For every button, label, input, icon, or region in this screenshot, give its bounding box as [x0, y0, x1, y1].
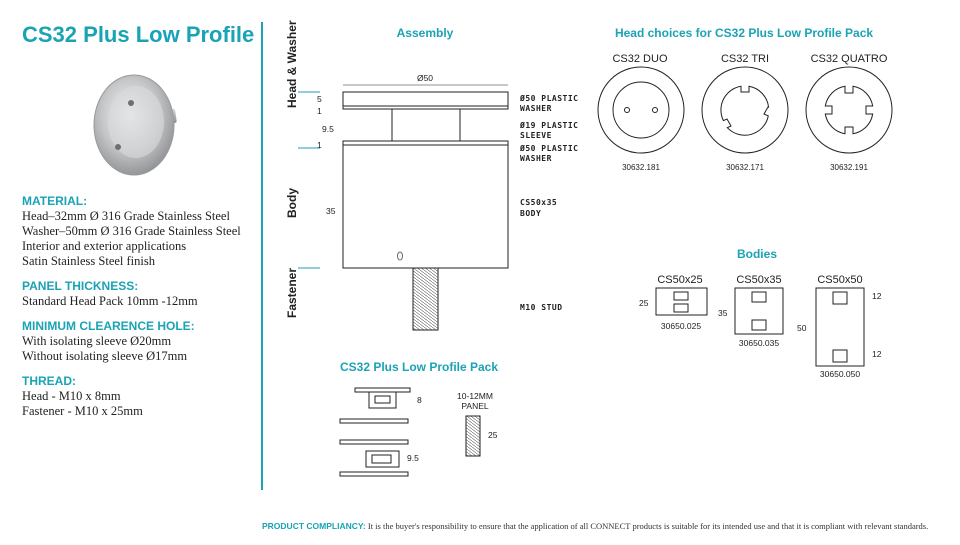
m10-stud [412, 267, 439, 331]
callout-text: SLEEVE [520, 131, 552, 140]
material-line: Head–32mm Ø 316 Grade Stainless Steel [22, 209, 230, 223]
page-title: CS32 Plus Low Profile [22, 22, 255, 47]
dim-label: 1 [317, 140, 322, 150]
body-recess [673, 291, 689, 301]
callout-text: Ø19 PLASTIC [519, 120, 578, 130]
pin-hole-icon [652, 107, 658, 113]
compliance-note: PRODUCT COMPLIANCY: It is the buyer's re… [262, 521, 928, 531]
material-line: Interior and exterior applications [22, 239, 187, 253]
clearance-hole-heading: MINIMUM CLEARENCE HOLE: [22, 319, 195, 333]
body-dim: 12 [872, 349, 882, 359]
body-recess [751, 291, 767, 303]
pack-washer [339, 439, 409, 445]
pin-hole-icon [624, 107, 630, 113]
callout-text: WASHER [520, 154, 552, 163]
body-code: 30650.035 [739, 338, 779, 348]
body-dim: 25 [639, 298, 649, 308]
callout-text: CS50x35 [520, 198, 557, 207]
pack-head-recess [374, 395, 391, 404]
head-name: CS32 DUO [612, 53, 667, 65]
screw-hole-icon [115, 144, 121, 150]
panel-label: 10-12MM [457, 391, 493, 401]
material-line: Washer–50mm Ø 316 Grade Stainless Steel [22, 224, 241, 238]
body-name: CS50x50 [817, 274, 862, 286]
head-name: CS32 TRI [721, 53, 769, 65]
dim-label: 1 [317, 106, 322, 116]
set-screw-icon [397, 251, 403, 261]
body-recess [832, 291, 848, 305]
screw-hole-icon [128, 100, 134, 106]
specifications: MATERIAL: Head–32mm Ø 316 Grade Stainles… [22, 194, 267, 429]
quatro-head-icon [824, 85, 874, 135]
thread-heading: THREAD: [22, 374, 76, 388]
product-photo [93, 74, 177, 176]
pack-washer [339, 471, 409, 477]
body-recess [832, 349, 848, 363]
thread-line: Head - M10 x 8mm [22, 389, 121, 403]
side-label-fastener: Fastener [285, 268, 299, 318]
head-code: 30632.191 [830, 163, 868, 172]
dim-label: 5 [317, 94, 322, 104]
hole-line: Without isolating sleeve Ø17mm [22, 349, 188, 363]
plastic-sleeve [391, 108, 461, 142]
pack-dim: 8 [417, 395, 422, 405]
clearance-hole-text: With isolating sleeve Ø20mm Without isol… [22, 334, 267, 364]
compliance-text: It is the buyer's responsibility to ensu… [365, 521, 929, 531]
hole-line: With isolating sleeve Ø20mm [22, 334, 172, 348]
body-name: CS50x35 [736, 274, 781, 286]
diameter-dimension: Ø50 [417, 73, 433, 83]
callout-text: Ø50 PLASTIC [519, 143, 578, 153]
section-divider [261, 22, 263, 490]
head-code: 30632.171 [726, 163, 764, 172]
bodies-heading: Bodies [737, 247, 777, 261]
material-line: Satin Stainless Steel finish [22, 254, 155, 268]
body-block [342, 144, 509, 269]
dim-label: 35 [326, 206, 336, 216]
body-recess [751, 319, 767, 331]
pack-dim: 9.5 [407, 453, 419, 463]
panel-thickness-heading: PANEL THICKNESS: [22, 279, 139, 293]
body-dim: 35 [718, 308, 728, 318]
body-code: 30650.050 [820, 369, 860, 379]
callout-text: Ø50 PLASTIC [519, 93, 578, 103]
pack-dim: 25 [488, 430, 498, 440]
compliance-label: PRODUCT COMPLIANCY: [262, 521, 366, 531]
plastic-washer-bottom [342, 140, 509, 146]
pack-heading: CS32 Plus Low Profile Pack [340, 360, 498, 374]
material-text: Head–32mm Ø 316 Grade Stainless Steel Wa… [22, 209, 267, 269]
material-heading: MATERIAL: [22, 194, 88, 208]
assembly-heading: Assembly [397, 26, 454, 40]
thread-line: Fastener - M10 x 25mm [22, 404, 143, 418]
panel-thickness-text: Standard Head Pack 10mm -12mm [22, 294, 267, 309]
callout-text: BODY [520, 209, 541, 218]
panel-line: Standard Head Pack 10mm -12mm [22, 294, 198, 308]
head-code: 30632.181 [622, 163, 660, 172]
thread-text: Head - M10 x 8mm Fastener - M10 x 25mm [22, 389, 267, 419]
duo-head-icon [612, 81, 670, 139]
body-recess [673, 303, 689, 313]
panel-label: PANEL [461, 401, 489, 411]
side-label-head-washer: Head & Washer [285, 20, 299, 108]
head-choices-heading: Head choices for CS32 Plus Low Profile P… [615, 26, 873, 40]
plastic-washer-top [342, 91, 509, 107]
tri-head-icon [720, 85, 770, 136]
body-dim: 12 [872, 291, 882, 301]
side-label-body: Body [285, 188, 299, 218]
pack-washer [339, 418, 409, 424]
dim-label: 9.5 [322, 124, 334, 134]
body-name: CS50x25 [657, 274, 702, 286]
pack-washer [354, 387, 411, 393]
callout-text: M10 STUD [520, 303, 563, 312]
body-dim: 50 [797, 323, 807, 333]
pack-sleeve-recess [371, 454, 392, 464]
head-name: CS32 QUATRO [811, 53, 888, 65]
body-code: 30650.025 [661, 321, 701, 331]
callout-text: WASHER [520, 104, 552, 113]
panel-thread-icon [465, 415, 481, 457]
